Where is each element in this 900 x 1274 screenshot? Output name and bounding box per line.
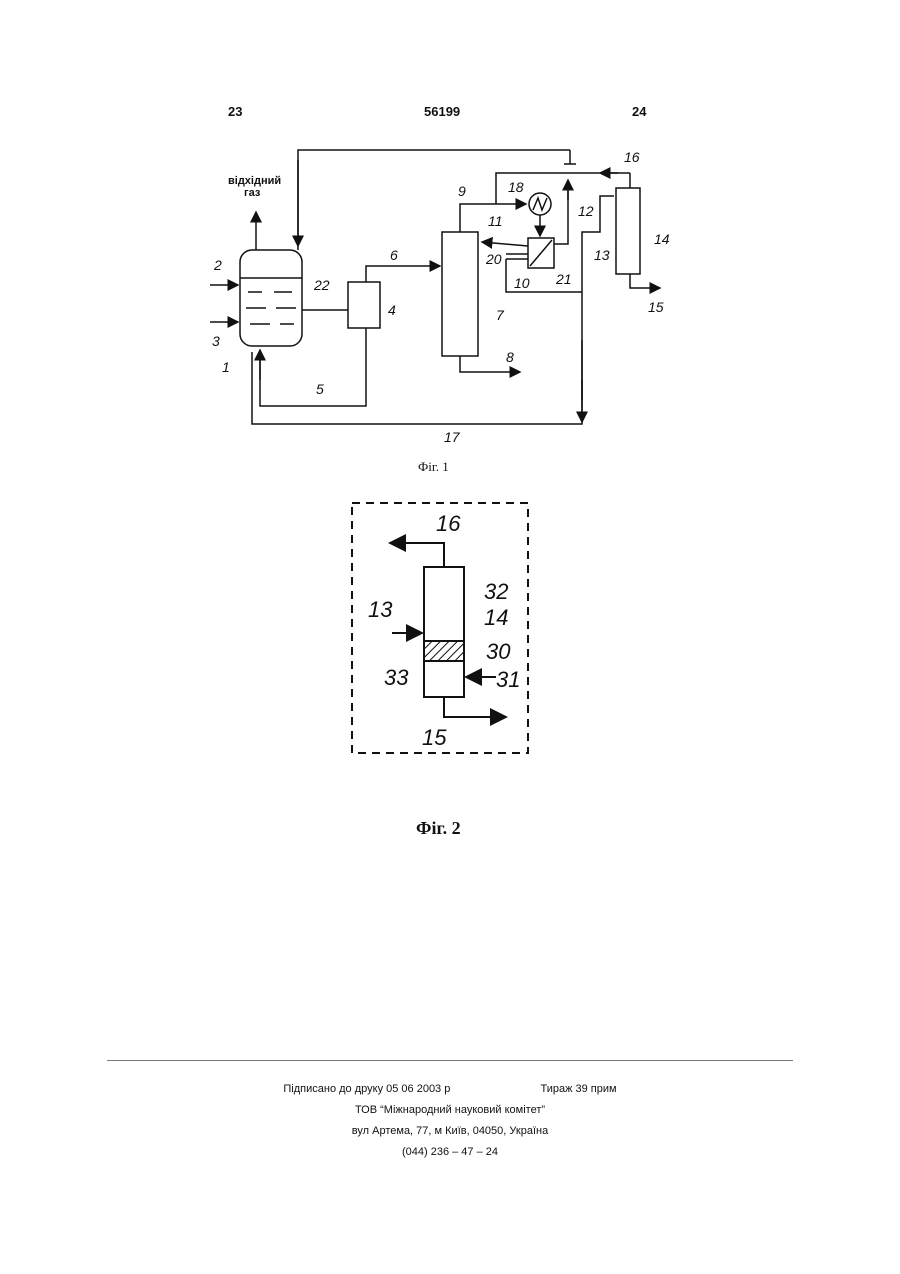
figure-2-diagram: 16 32 14 13 30 33 31 15 [340, 495, 540, 760]
label-6: 6 [390, 247, 398, 263]
label-16: 16 [624, 149, 640, 165]
footer-divider [107, 1060, 793, 1061]
print-run: Тираж 39 прим [540, 1083, 616, 1095]
label-3: 3 [212, 333, 220, 349]
fig2-label-14: 14 [484, 605, 508, 630]
label-21: 21 [555, 271, 572, 287]
packing-bed-30 [424, 641, 464, 661]
label-12: 12 [578, 203, 594, 219]
fig2-label-13: 13 [368, 597, 393, 622]
label-2: 2 [213, 257, 222, 273]
fig2-label-16: 16 [436, 511, 461, 536]
footer-company: ТОВ “Міжнародний науковий комітет” [0, 1104, 900, 1116]
label-8: 8 [506, 349, 514, 365]
label-15: 15 [648, 299, 664, 315]
page-number-left: 23 [228, 104, 242, 119]
fig2-label-33: 33 [384, 665, 409, 690]
label-9: 9 [458, 183, 466, 199]
fig2-label-30: 30 [486, 639, 511, 664]
footer-phone: (044) 236 – 47 – 24 [0, 1146, 900, 1158]
patent-number: 56199 [424, 104, 460, 119]
label-18: 18 [508, 179, 524, 195]
signed-date: Підписано до друку 05 06 2003 р [283, 1083, 450, 1095]
fig2-label-32: 32 [484, 579, 508, 604]
column-14 [616, 188, 640, 274]
column-7 [442, 232, 478, 356]
label-7: 7 [496, 307, 505, 323]
footer-line-1: Підписано до друку 05 06 2003 р Тираж 39… [0, 1083, 900, 1095]
label-14: 14 [654, 231, 670, 247]
label-4: 4 [388, 302, 396, 318]
reactor-vessel [240, 250, 302, 346]
figure-1-diagram: відхідний газ 2 3 1 22 4 5 6 7 8 9 18 11… [200, 140, 680, 450]
label-22: 22 [313, 277, 330, 293]
figure-1-caption: Фіг. 1 [418, 459, 449, 475]
label-20: 20 [485, 251, 502, 267]
offgas-label-1: відхідний [228, 175, 281, 187]
page-number-right: 24 [632, 104, 646, 119]
footer-address: вул Артема, 77, м Київ, 04050, Україна [0, 1125, 900, 1137]
unit-4 [348, 282, 380, 328]
label-1: 1 [222, 359, 230, 375]
offgas-label-2: газ [244, 187, 261, 199]
column-14-detail [424, 567, 464, 697]
label-5: 5 [316, 381, 324, 397]
label-11: 11 [488, 213, 503, 229]
label-13: 13 [594, 247, 610, 263]
label-17: 17 [444, 429, 461, 445]
fig2-label-31: 31 [496, 667, 520, 692]
fig2-label-15: 15 [422, 725, 447, 750]
label-10: 10 [514, 275, 530, 291]
figure-2-caption: Фіг. 2 [416, 818, 461, 839]
